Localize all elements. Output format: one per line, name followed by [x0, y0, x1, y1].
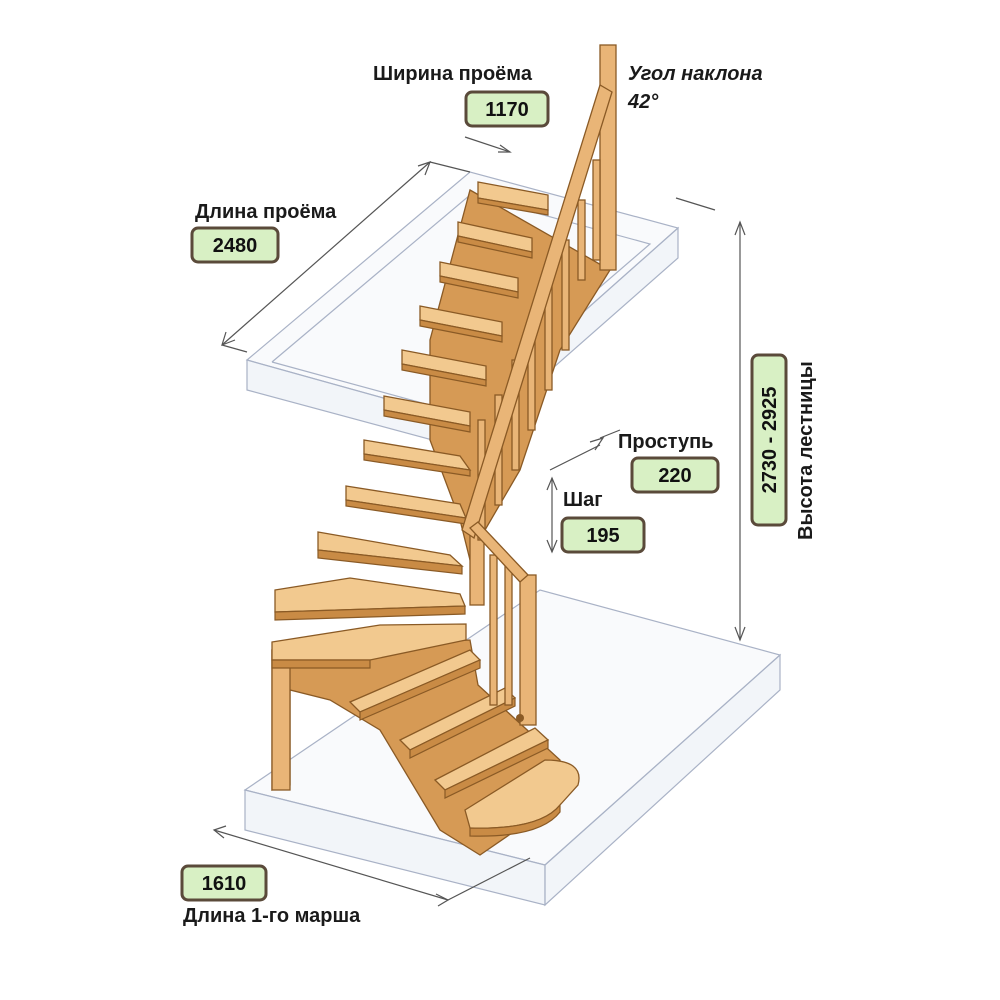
lower-handrail: [469, 521, 529, 583]
stair-height-value: 2730 - 2925: [759, 387, 781, 494]
slope-angle-value: 42°: [627, 91, 659, 113]
slope-angle-label: Угол наклона: [628, 63, 763, 85]
lower-treads: [348, 649, 580, 837]
opening-length-label: Длина проёма: [195, 201, 337, 223]
support-post: [271, 649, 291, 791]
staircase: [271, 44, 617, 856]
label-step-rise: Шаг 195: [560, 489, 646, 554]
step-rise-label: Шаг: [563, 489, 603, 511]
first-flight-value: 1610: [202, 873, 247, 895]
opening-width-value: 1170: [485, 99, 528, 121]
label-opening-length: Длина проёма 2480: [190, 201, 337, 264]
winder-treads: [271, 531, 467, 669]
step-rise-value: 195: [586, 525, 619, 547]
upper-treads: [345, 181, 549, 525]
first-flight-label: Длина 1-го марша: [183, 905, 361, 927]
opening-length-value: 2480: [213, 235, 258, 257]
stair-height-label: Высота лестницы: [795, 361, 817, 540]
tread-depth-label: Проступь: [618, 431, 713, 453]
opening-width-label: Ширина проёма: [373, 63, 533, 85]
label-tread-depth: Проступь 220: [618, 431, 720, 494]
label-first-flight: 1610 Длина 1-го марша: [180, 864, 361, 927]
tread-depth-value: 220: [658, 465, 691, 487]
label-stair-height: 2730 - 2925 Высота лестницы: [750, 353, 817, 540]
bolt-cap: [516, 714, 524, 722]
label-opening-width: Ширина проёма 1170: [373, 63, 550, 128]
upper-handrail: [461, 84, 613, 540]
bottom-newel-post: [519, 574, 537, 726]
dimension-lines: [212, 136, 746, 907]
label-slope-angle: Угол наклона 42°: [627, 63, 763, 113]
top-newel-post: [599, 44, 617, 271]
